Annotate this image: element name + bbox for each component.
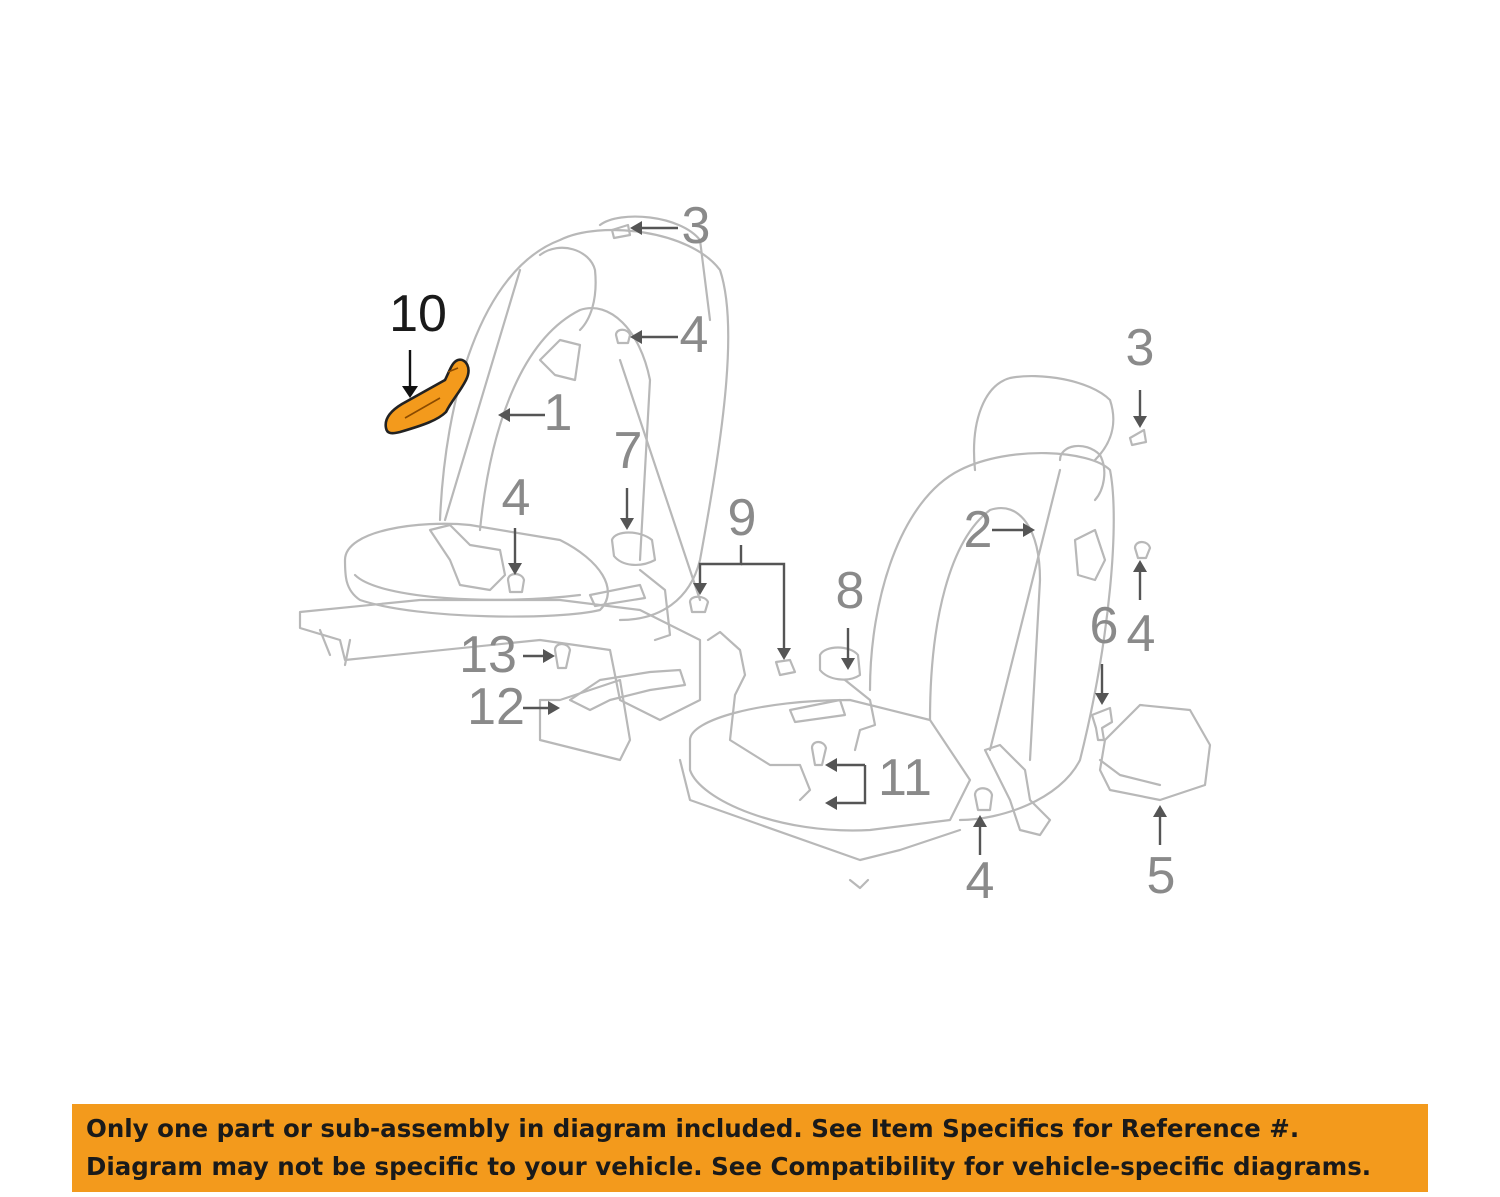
callout-2: 2 (964, 501, 993, 559)
callout-7: 7 (614, 422, 643, 480)
callout-13: 13 (459, 626, 517, 684)
callout-8: 8 (836, 562, 865, 620)
callout-labels: 10 1 3 4 4 7 9 13 12 8 11 2 3 6 4 4 5 (389, 197, 1175, 910)
callout-6: 6 (1090, 597, 1119, 655)
callout-11: 11 (878, 749, 932, 807)
callout-9: 9 (728, 489, 757, 547)
right-seat-drawing (868, 375, 1212, 837)
callout-5: 5 (1147, 847, 1176, 905)
left-seat-drawing (298, 215, 730, 722)
callout-3-right: 3 (1126, 319, 1155, 377)
disclaimer-line-2: Diagram may not be specific to your vehi… (86, 1152, 1372, 1181)
callout-10: 10 (389, 285, 447, 343)
callout-4-upper-left: 4 (680, 306, 709, 364)
callout-12: 12 (467, 678, 525, 736)
highlighted-part-10-detail (404, 367, 459, 419)
disclaimer-line-1: Only one part or sub-assembly in diagram… (86, 1114, 1300, 1143)
callout-1: 1 (544, 384, 573, 442)
leader-lines (402, 221, 1167, 855)
callout-4-right: 4 (1127, 605, 1156, 663)
center-parts-drawing (538, 595, 972, 890)
callout-4-seat-left: 4 (502, 469, 531, 527)
callout-3-left: 3 (682, 197, 711, 255)
callout-4-bottom: 4 (966, 852, 995, 910)
highlighted-part-10 (384, 358, 470, 435)
arrow-head (402, 386, 418, 398)
disclaimer-banner: Only one part or sub-assembly in diagram… (72, 1104, 1428, 1192)
